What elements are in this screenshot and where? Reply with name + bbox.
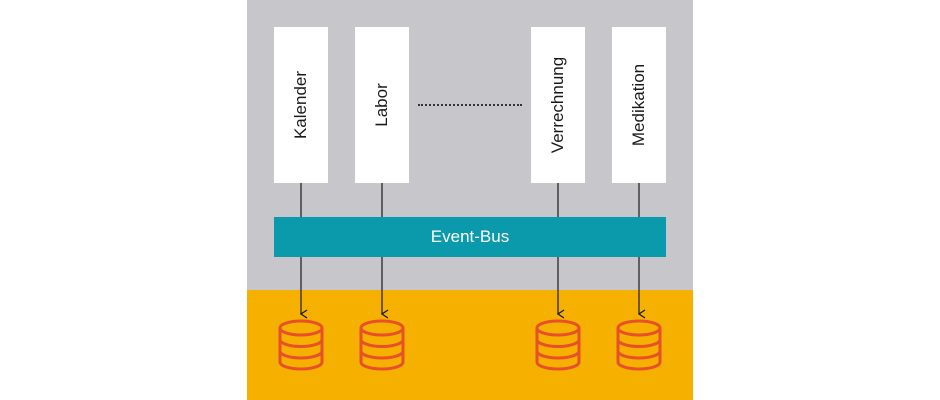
database-icon [535, 319, 581, 371]
service-box-verrechnung: Verrechnung [531, 27, 585, 183]
ellipsis-dots [418, 96, 522, 106]
service-box-medikation: Medikation [612, 27, 666, 183]
service-label-medikation: Medikation [629, 63, 648, 147]
database-icon [278, 319, 324, 371]
database-icon [616, 319, 662, 371]
database-icon [359, 319, 405, 371]
service-box-kalender: Kalender [274, 27, 328, 183]
service-box-labor: Labor [355, 27, 409, 183]
service-label-kalender: Kalender [291, 70, 310, 140]
event-bus: Event-Bus [274, 217, 666, 257]
service-label-labor: Labor [372, 83, 391, 127]
service-label-verrechnung: Verrechnung [548, 56, 567, 154]
event-bus-label: Event-Bus [430, 227, 510, 246]
